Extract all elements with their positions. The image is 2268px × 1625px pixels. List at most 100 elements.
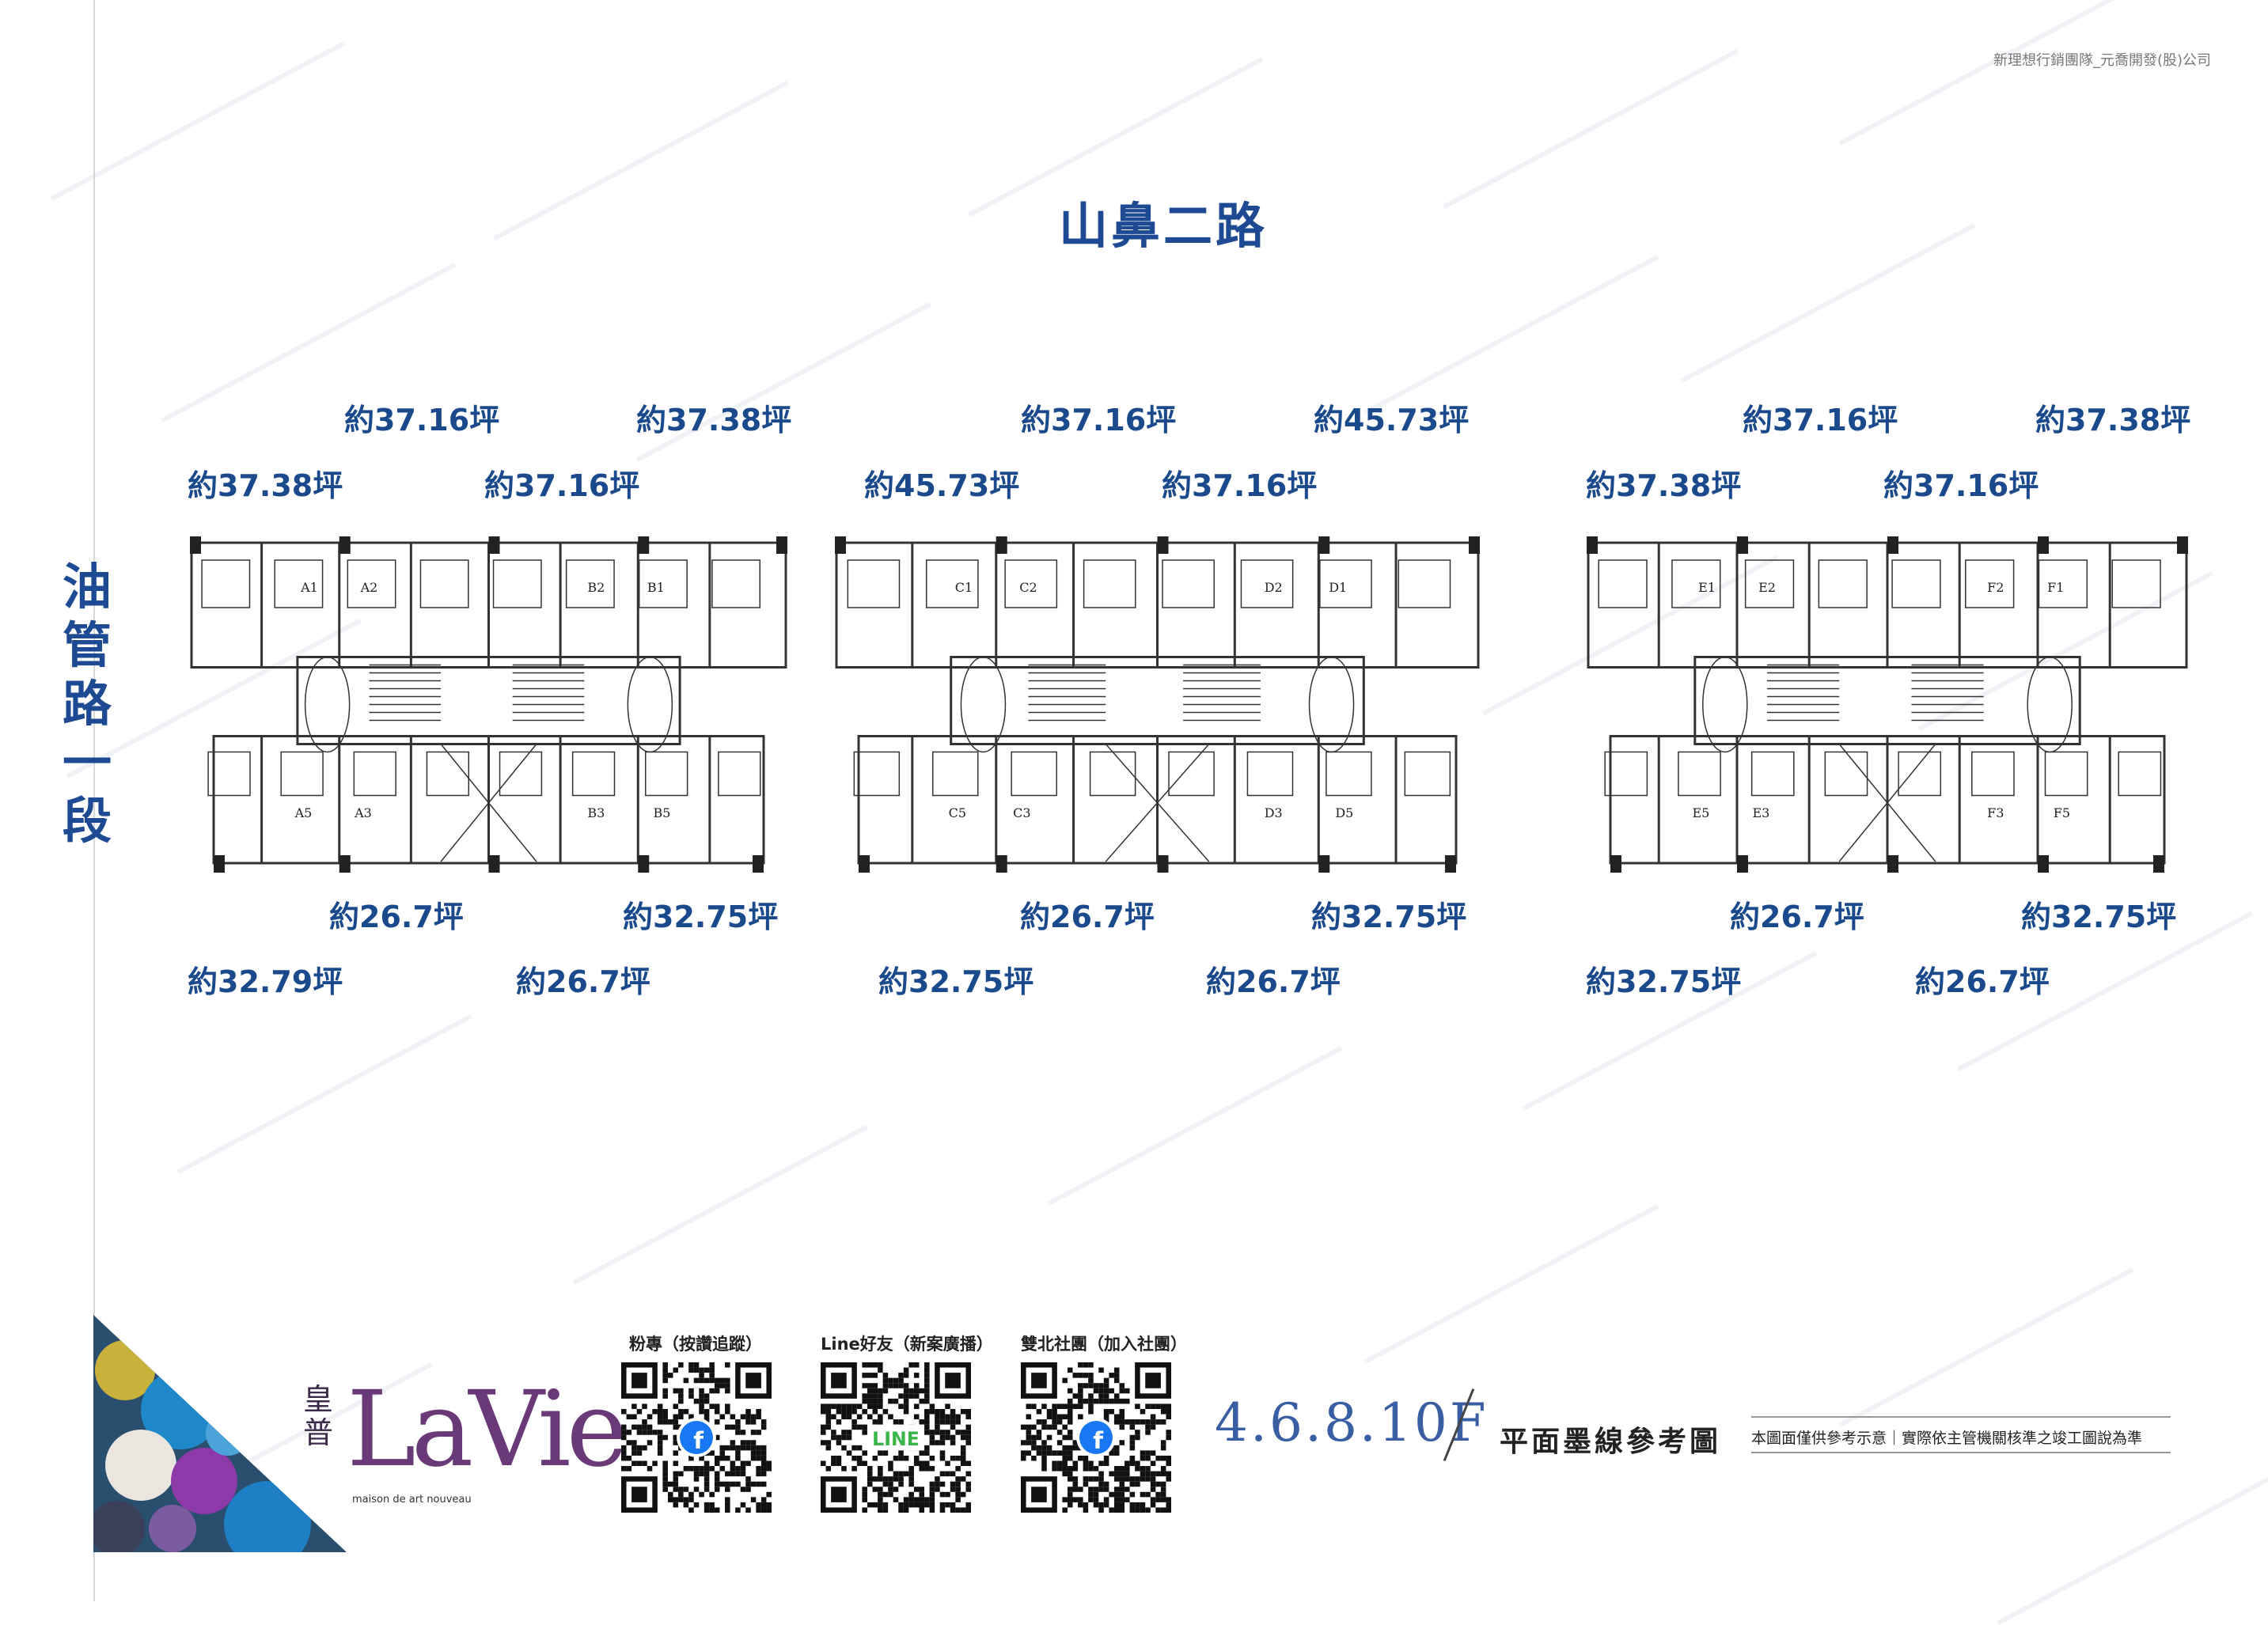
plan-walls bbox=[1587, 541, 2188, 865]
plan-rooms bbox=[201, 559, 761, 862]
area-label: 約26.7坪 bbox=[1730, 900, 1864, 934]
plan-lobby bbox=[960, 656, 1007, 753]
plan-room bbox=[565, 559, 615, 608]
unit-label: A1 bbox=[300, 580, 318, 595]
brand-logo: LaVie bbox=[347, 1369, 628, 1491]
plan-room bbox=[718, 751, 761, 797]
plan-room bbox=[280, 751, 324, 797]
unit-label: D2 bbox=[1265, 580, 1283, 595]
area-label: 約37.16坪 bbox=[484, 468, 640, 503]
unit-label: B2 bbox=[587, 580, 605, 595]
area-label: 約26.7坪 bbox=[1020, 900, 1155, 934]
plan-column bbox=[1318, 855, 1330, 873]
unit-label: F1 bbox=[2047, 580, 2064, 595]
plan-column bbox=[1157, 855, 1169, 873]
plan-room bbox=[639, 559, 688, 608]
plan-room bbox=[645, 751, 688, 797]
plan-room bbox=[1678, 751, 1721, 797]
plan-column bbox=[1469, 536, 1480, 554]
unit-label: C2 bbox=[1019, 580, 1037, 595]
unit-label: B3 bbox=[587, 805, 605, 820]
facebook-icon bbox=[680, 1421, 713, 1454]
plan-column bbox=[1318, 536, 1330, 554]
plan-column bbox=[1157, 536, 1169, 554]
watermark-mark bbox=[1838, 0, 2134, 146]
plan-room bbox=[1671, 559, 1721, 608]
area-label: 約32.79坪 bbox=[188, 964, 343, 999]
facebook-qr[interactable]: f bbox=[621, 1362, 772, 1513]
line-qr[interactable]: LINE bbox=[821, 1362, 971, 1513]
plan-column bbox=[996, 855, 1007, 873]
unit-label: A5 bbox=[294, 805, 313, 820]
watermark-mark bbox=[1363, 254, 1659, 415]
plan-lobby bbox=[1702, 656, 1748, 753]
plan-columns bbox=[190, 536, 787, 873]
plan-room bbox=[1246, 751, 1294, 797]
company-name: 新理想行銷團隊_元喬開發(股)公司 bbox=[1993, 52, 2211, 69]
svg-text:f: f bbox=[1093, 1427, 1104, 1454]
facebook-icon bbox=[1079, 1421, 1113, 1454]
area-label: 約26.7坪 bbox=[516, 964, 650, 999]
plan-room bbox=[1083, 559, 1136, 608]
plan-room bbox=[2111, 559, 2161, 608]
plan-column bbox=[2038, 536, 2049, 554]
plan-room bbox=[1011, 751, 1057, 797]
plan-lobby bbox=[1308, 656, 1355, 753]
unit-label: E1 bbox=[1698, 580, 1716, 595]
road-label-top: 山鼻二路 bbox=[1058, 197, 1268, 255]
plan-room bbox=[201, 559, 251, 608]
area-label: 約37.38坪 bbox=[188, 468, 343, 503]
disclaimer-rule bbox=[1751, 1416, 2171, 1418]
area-label: 約37.16坪 bbox=[1021, 403, 1177, 438]
road-label-left: 油管路一段 bbox=[55, 558, 119, 850]
plan-rooms bbox=[1598, 559, 2162, 862]
plan-room bbox=[274, 559, 324, 608]
plan-column bbox=[2038, 855, 2049, 873]
unit-label: D1 bbox=[1329, 580, 1347, 595]
plan-room bbox=[1750, 751, 1795, 797]
plan-column bbox=[1737, 855, 1748, 873]
plan-room bbox=[1004, 559, 1058, 608]
plan-column bbox=[753, 855, 764, 873]
area-label: 約26.7坪 bbox=[1915, 964, 2050, 999]
unit-label: C1 bbox=[955, 580, 973, 595]
plan-wall bbox=[296, 656, 681, 745]
disclaimer-rule bbox=[1751, 1452, 2171, 1453]
area-label: 約37.38坪 bbox=[636, 403, 792, 438]
unit-label: D3 bbox=[1265, 805, 1283, 820]
plan-column bbox=[2177, 536, 2188, 554]
plan-column bbox=[1737, 536, 1748, 554]
plan-void bbox=[1105, 744, 1210, 862]
plan-column bbox=[488, 855, 500, 873]
area-label: 約32.75坪 bbox=[623, 900, 779, 934]
plan-room bbox=[1404, 751, 1451, 797]
brand-tagline: maison de art nouveau bbox=[352, 1494, 472, 1506]
road-label-char: 油 bbox=[62, 558, 112, 616]
area-label: 約37.38坪 bbox=[1586, 468, 1742, 503]
unit-label: F2 bbox=[1987, 580, 2004, 595]
group-qr[interactable]: f bbox=[1021, 1362, 1171, 1513]
plan-room bbox=[353, 751, 396, 797]
unit-label: C3 bbox=[1013, 805, 1030, 820]
area-label: 約45.73坪 bbox=[1314, 403, 1470, 438]
plan-column bbox=[776, 536, 787, 554]
plan-room bbox=[347, 559, 396, 608]
plan-room bbox=[1818, 559, 1868, 608]
plan-column bbox=[339, 855, 351, 873]
area-label: 約37.16坪 bbox=[344, 403, 500, 438]
plan-room bbox=[1891, 559, 1941, 608]
plan-column bbox=[996, 536, 1007, 554]
plan-room bbox=[1162, 559, 1215, 608]
plan-room bbox=[1326, 751, 1372, 797]
watermark-mark bbox=[1680, 222, 1976, 384]
area-label: 約32.75坪 bbox=[1311, 900, 1467, 934]
plan-room bbox=[2038, 559, 2088, 608]
disclaimer: 本圖面僅供參考示意｜實際依主管機關核準之竣工圖說為準 bbox=[1751, 1430, 2143, 1447]
plan-lobby bbox=[627, 656, 673, 753]
plan-walls bbox=[190, 541, 787, 865]
watermark-mark bbox=[1838, 1267, 2134, 1428]
plan-wall bbox=[950, 656, 1365, 745]
plan-column bbox=[1587, 536, 1598, 554]
